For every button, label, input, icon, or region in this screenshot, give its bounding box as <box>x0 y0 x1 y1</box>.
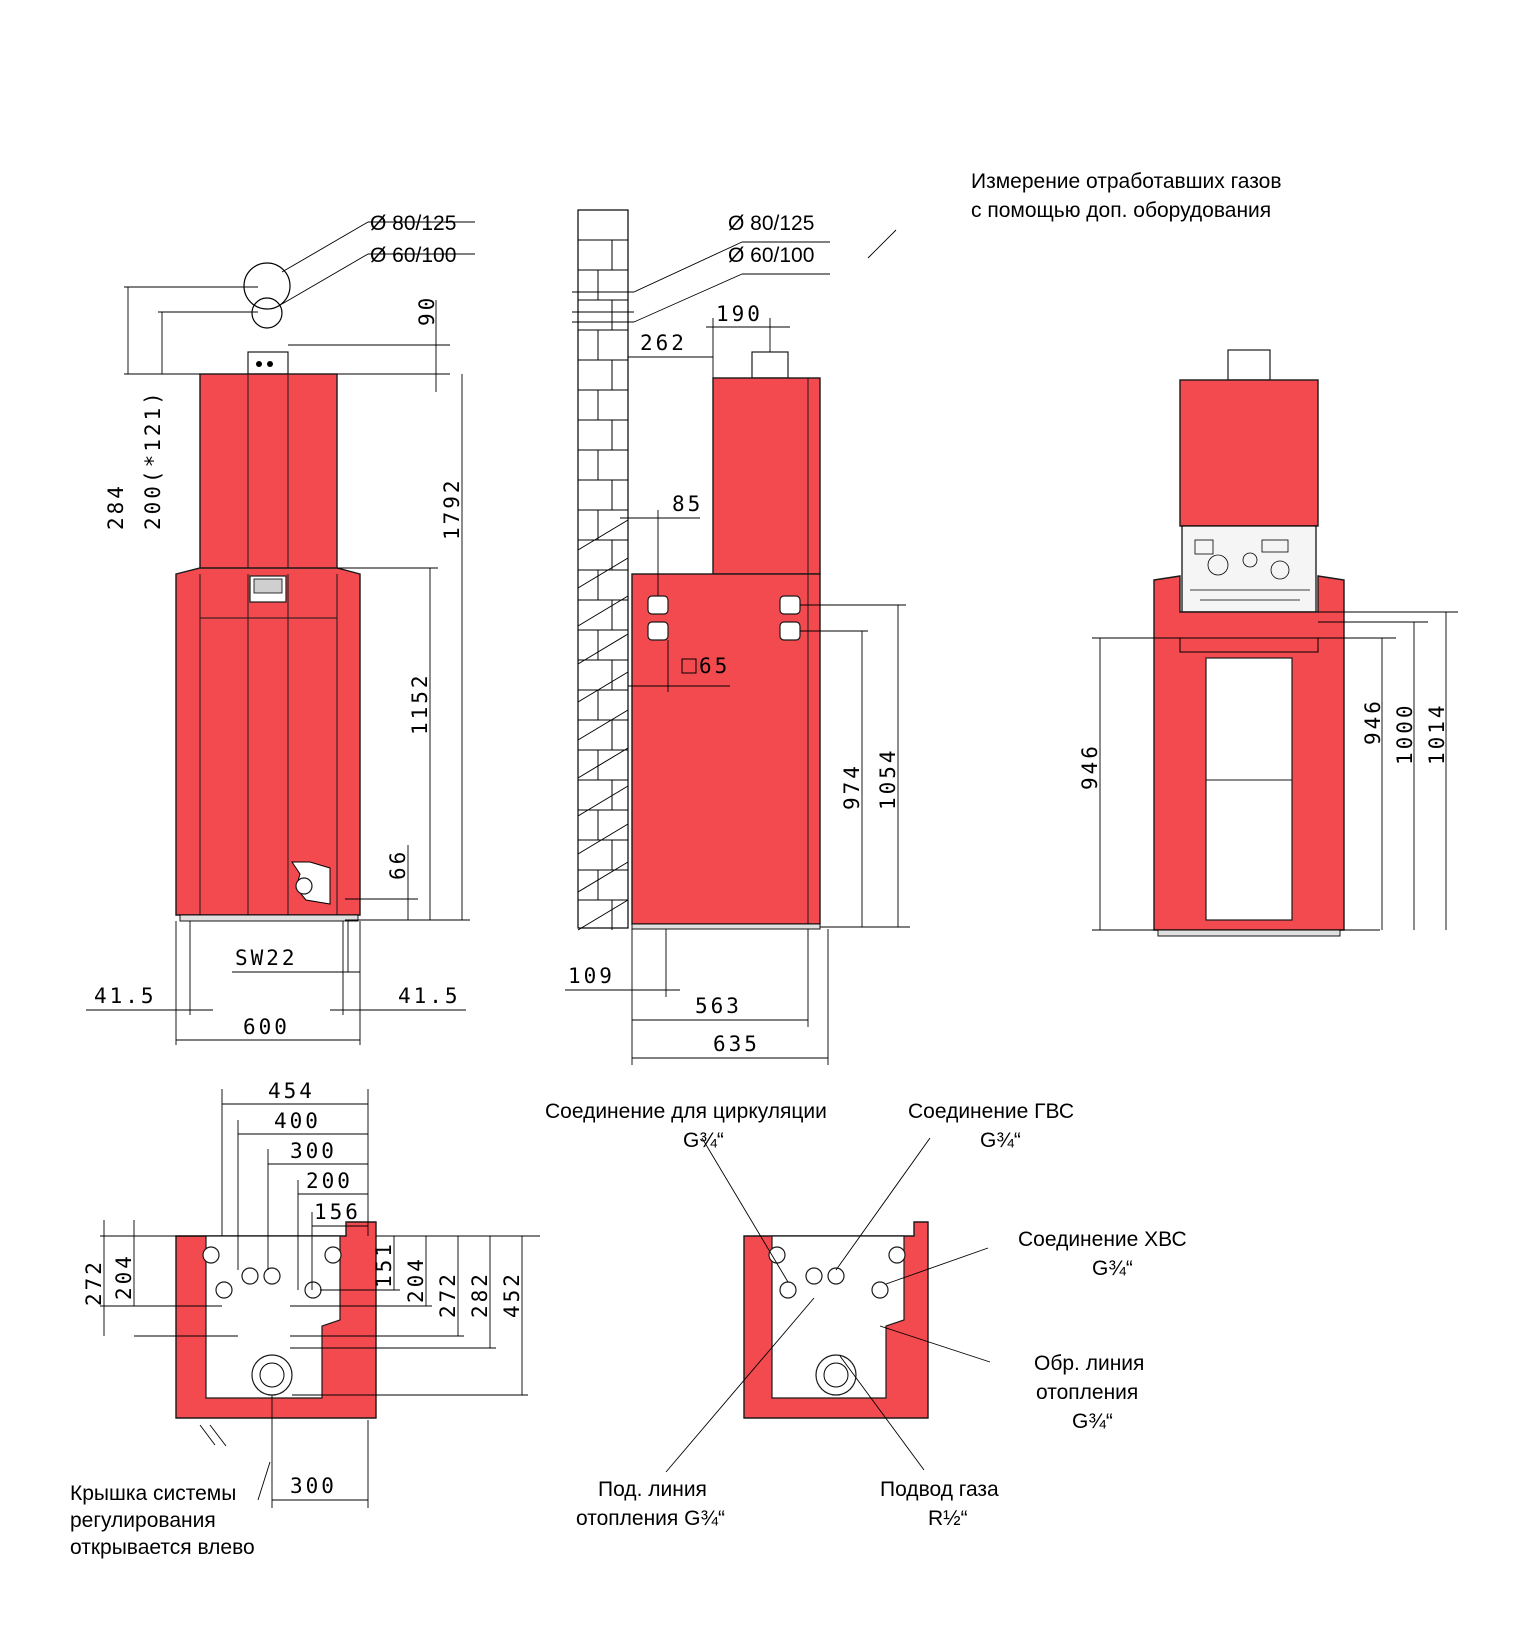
dim-300-bottom: 300 <box>290 1474 337 1498</box>
cold-water-label-2: G¾“ <box>1092 1257 1133 1280</box>
rear-view: 946 946 1000 1014 <box>1078 349 1458 937</box>
flue-leader-1 <box>281 221 369 273</box>
flue-circle-60-100 <box>251 297 283 329</box>
side-port-4 <box>779 621 801 641</box>
dim-sw22: SW22 <box>235 946 298 970</box>
dim-41-5-left: 41.5 <box>94 984 157 1008</box>
dim-190: 190 <box>716 302 763 326</box>
flue-circle-80-125 <box>243 262 291 310</box>
rear-tank-opening <box>1205 657 1293 921</box>
flue-gas-note-line-2: с помощью доп. оборудования <box>971 199 1271 222</box>
dim-284: 284 <box>104 483 128 530</box>
cold-water-label-1: Соединение ХВС <box>1018 1228 1187 1251</box>
flue-gas-note-leader <box>867 229 897 259</box>
wall-section <box>577 209 629 929</box>
dim-1152: 1152 <box>408 672 432 735</box>
dim-85: 85 <box>672 492 703 516</box>
dim-272-left: 272 <box>82 1259 106 1306</box>
front-flue-dia-1: Ø 80/125 <box>370 212 456 235</box>
side-flue-dia-1: Ø 80/125 <box>728 212 814 235</box>
rear-internals <box>1181 525 1317 613</box>
side-view: Ø 80/125 Ø 60/100 190 262 85 65 <box>565 209 910 1065</box>
flow-label-2: отопления G¾“ <box>576 1507 725 1530</box>
gas-label-1: Подвод газа <box>880 1478 999 1501</box>
flue-gas-note: Измерение отработавших газов с помощью д… <box>867 170 1281 259</box>
circulation-port <box>779 1281 797 1299</box>
dim-200-121: 200(*121) <box>141 389 165 530</box>
gas-port <box>815 1354 857 1396</box>
dim-635: 635 <box>713 1032 760 1056</box>
front-lower-cabinet <box>175 567 361 916</box>
dim-272-right: 272 <box>436 1271 460 1318</box>
side-port-1 <box>647 595 669 615</box>
front-view: Ø 80/125 Ø 60/100 284 200(*121) <box>86 212 475 1045</box>
cover-note-line-3: открывается влево <box>70 1536 255 1559</box>
side-port-3 <box>779 595 801 615</box>
dim-65: 65 <box>699 654 730 678</box>
dim-109: 109 <box>568 964 615 988</box>
flow-label-1: Под. линия <box>598 1478 707 1501</box>
dim-66: 66 <box>386 849 410 880</box>
dim-946-rear-right: 946 <box>1361 698 1385 745</box>
dim-300: 300 <box>290 1139 337 1163</box>
side-port-2 <box>647 621 669 641</box>
flow-port <box>805 1267 823 1285</box>
front-flue-dia-2: Ø 60/100 <box>370 244 456 267</box>
dim-282: 282 <box>468 1271 492 1318</box>
dim-1792: 1792 <box>440 477 464 540</box>
front-upper-module <box>199 373 338 575</box>
flue-leader-2 <box>281 253 369 305</box>
flue-gas-note-line-1: Измерение отработавших газов <box>971 170 1281 193</box>
rear-upper-module <box>1179 379 1319 527</box>
dim-204-right: 204 <box>404 1256 428 1303</box>
cover-note-line-2: регулирования <box>70 1509 216 1532</box>
side-upper-module <box>712 377 821 575</box>
cold-water-port <box>871 1281 889 1299</box>
circulation-label-2: G¾“ <box>683 1129 724 1152</box>
dim-41-5-right: 41.5 <box>398 984 461 1008</box>
bottom-view-dimensioned: 454 400 300 200 156 272 204 151 204 272 … <box>70 1079 540 1559</box>
dim-946-rear-left: 946 <box>1078 743 1102 790</box>
dhw-label-1: Соединение ГВС <box>908 1100 1074 1123</box>
return-label-2: отопления <box>1036 1381 1138 1404</box>
dhw-label-2: G¾“ <box>980 1129 1021 1152</box>
rear-flue-stub <box>1227 349 1271 381</box>
dim-600: 600 <box>243 1015 290 1039</box>
side-flue-dia-2: Ø 60/100 <box>728 244 814 267</box>
dim-151: 151 <box>372 1241 396 1288</box>
bottom-inner-area <box>205 1235 341 1399</box>
dim-204-left: 204 <box>112 1253 136 1300</box>
dim-563: 563 <box>695 994 742 1018</box>
dim-156: 156 <box>314 1200 361 1224</box>
dim-452: 452 <box>500 1271 524 1318</box>
dim-90: 90 <box>415 295 439 326</box>
circulation-label-1: Соединение для циркуляции <box>545 1100 827 1123</box>
side-flue-stub <box>751 351 789 379</box>
dim-200: 200 <box>306 1169 353 1193</box>
bottom-gas-burner-port <box>251 1354 293 1396</box>
dim-1000: 1000 <box>1393 702 1417 765</box>
dim-262: 262 <box>640 331 687 355</box>
dim-1014: 1014 <box>1425 702 1449 765</box>
return-label-1: Обр. линия <box>1034 1352 1144 1375</box>
dim-400: 400 <box>274 1109 321 1133</box>
cover-note-line-1: Крышка системы <box>70 1482 236 1505</box>
dim-974: 974 <box>840 763 864 810</box>
return-label-3: G¾“ <box>1072 1410 1113 1433</box>
connections-inner-area <box>771 1235 905 1399</box>
dim-1054: 1054 <box>876 747 900 810</box>
gas-label-2: R½“ <box>928 1507 968 1530</box>
dim-454: 454 <box>268 1079 315 1103</box>
bottom-view-connections: Соединение для циркуляции G¾“ Соединение… <box>545 1100 1187 1530</box>
dhw-port <box>827 1267 845 1285</box>
